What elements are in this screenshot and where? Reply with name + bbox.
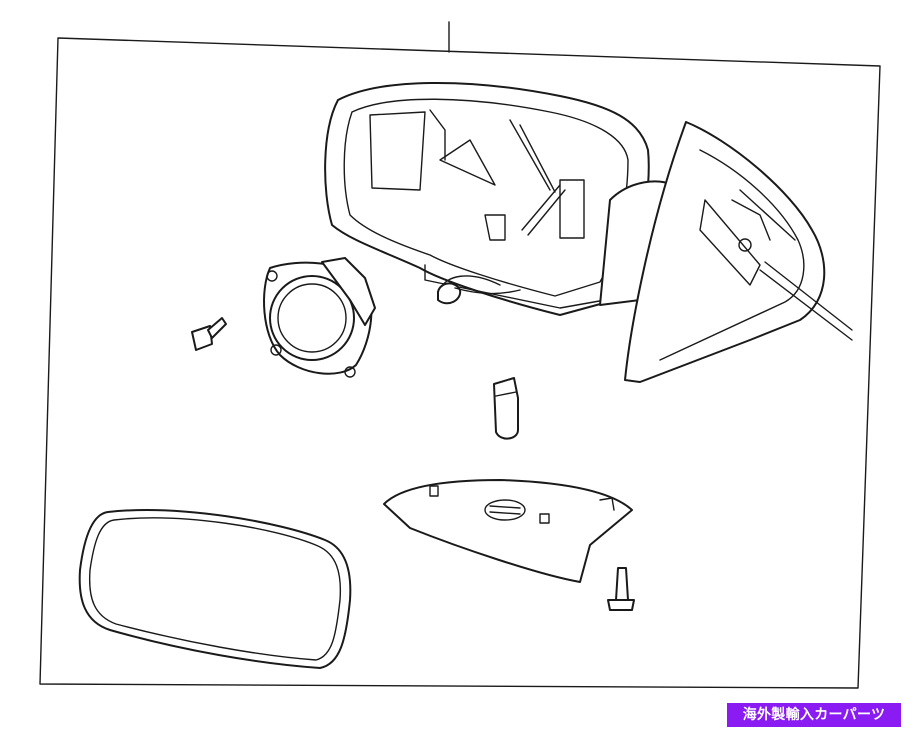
mounting-screw-left xyxy=(191,317,227,351)
mirror-glass xyxy=(78,509,352,669)
mirror-housing-assembly xyxy=(324,82,853,383)
power-motor xyxy=(263,257,376,378)
bottom-cover xyxy=(383,479,633,583)
bulb xyxy=(493,377,519,440)
diagram-frame xyxy=(39,21,881,689)
mounting-screw-lower xyxy=(607,567,635,611)
watermark-badge: 海外製輸入カーパーツ xyxy=(727,703,901,727)
